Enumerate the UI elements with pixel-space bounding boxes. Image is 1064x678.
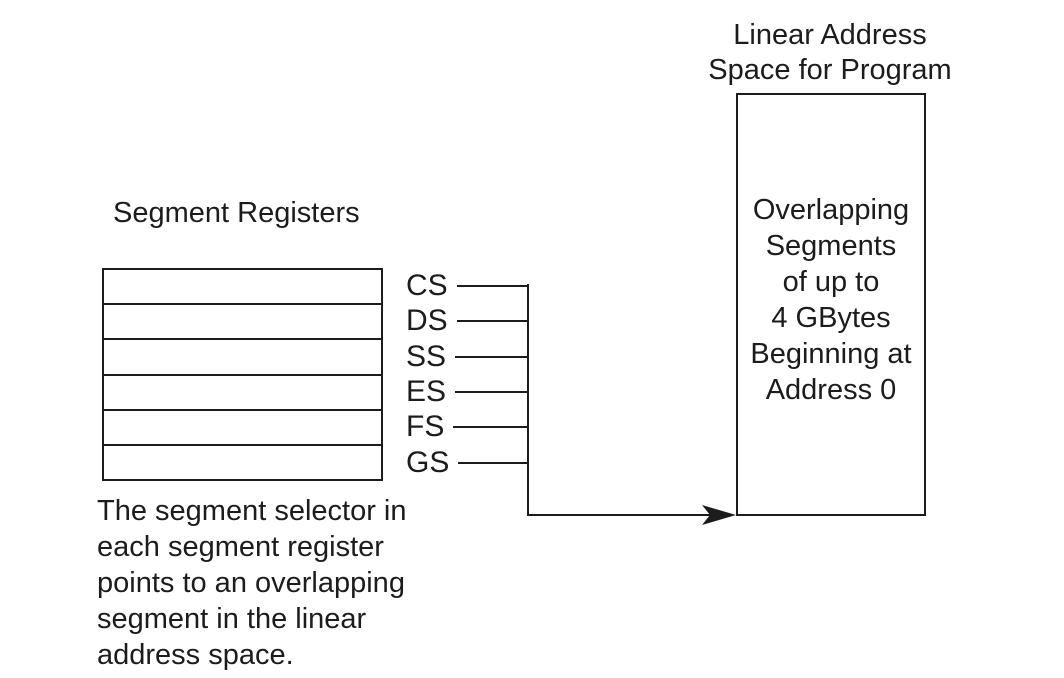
caption-line: segment in the linear [97,603,367,635]
register-connector-line [456,320,528,323]
register-connector-line [458,461,528,464]
segment-register-label-row: ES [406,374,528,410]
linear-address-space-box-text-line: 4 GBytes [771,302,891,334]
segment-register-label-row: DS [406,303,528,339]
segment-register-label: ES [406,375,447,409]
register-connector-line [455,355,528,358]
register-connector-line [455,391,528,394]
segment-register-row [104,376,381,411]
caption-line: The segment selector in [97,495,407,527]
segment-register-label: GS [406,445,450,479]
segment-register-label-row: SS [406,339,528,375]
segment-registers-title: Segment Registers [113,197,360,229]
linear-address-space-box-text: Overlapping Segments of up to 4 GBytes B… [738,192,924,408]
register-connector-line [453,426,528,429]
segment-register-label: SS [406,339,447,373]
segment-register-label: CS [406,269,448,302]
linear-address-space-box-text-line: Segments [765,230,897,262]
segment-register-row [104,340,381,376]
linear-address-space-box: Overlapping Segments of up to 4 GBytes B… [736,93,926,516]
segment-register-label: DS [406,304,448,338]
linear-address-space-box-text-line: Beginning at [750,338,912,370]
segment-register-row [104,270,381,306]
arrow-head [702,505,736,525]
linear-address-space-box-text-line: Overlapping [752,194,910,226]
caption-line: points to an overlapping [97,567,405,599]
linear-address-space-box-text-line: Address 0 [765,374,897,406]
segment-registers-table [102,268,383,481]
segment-register-label-row: FS [406,409,528,445]
arrow-line [527,514,711,516]
segment-register-row [104,446,381,479]
linear-address-space-box-text-line: of up to [782,266,880,298]
segment-register-label-row: GS [406,445,528,481]
bus-line [527,284,529,516]
register-connector-line [456,285,528,287]
caption-text: The segment selector in each segment reg… [97,493,406,673]
segment-register-label-row: CS [406,268,528,304]
linear-address-space-title: Linear Address Space for Program [664,18,996,88]
linear-address-space-title-line: Space for Program [708,54,952,86]
linear-address-space-title-line: Linear Address [733,19,927,51]
caption-line: each segment register [97,531,384,563]
caption-line: address space. [97,639,294,671]
segment-register-row [104,411,381,446]
segment-register-label: FS [406,410,445,444]
segment-register-row [104,305,381,341]
